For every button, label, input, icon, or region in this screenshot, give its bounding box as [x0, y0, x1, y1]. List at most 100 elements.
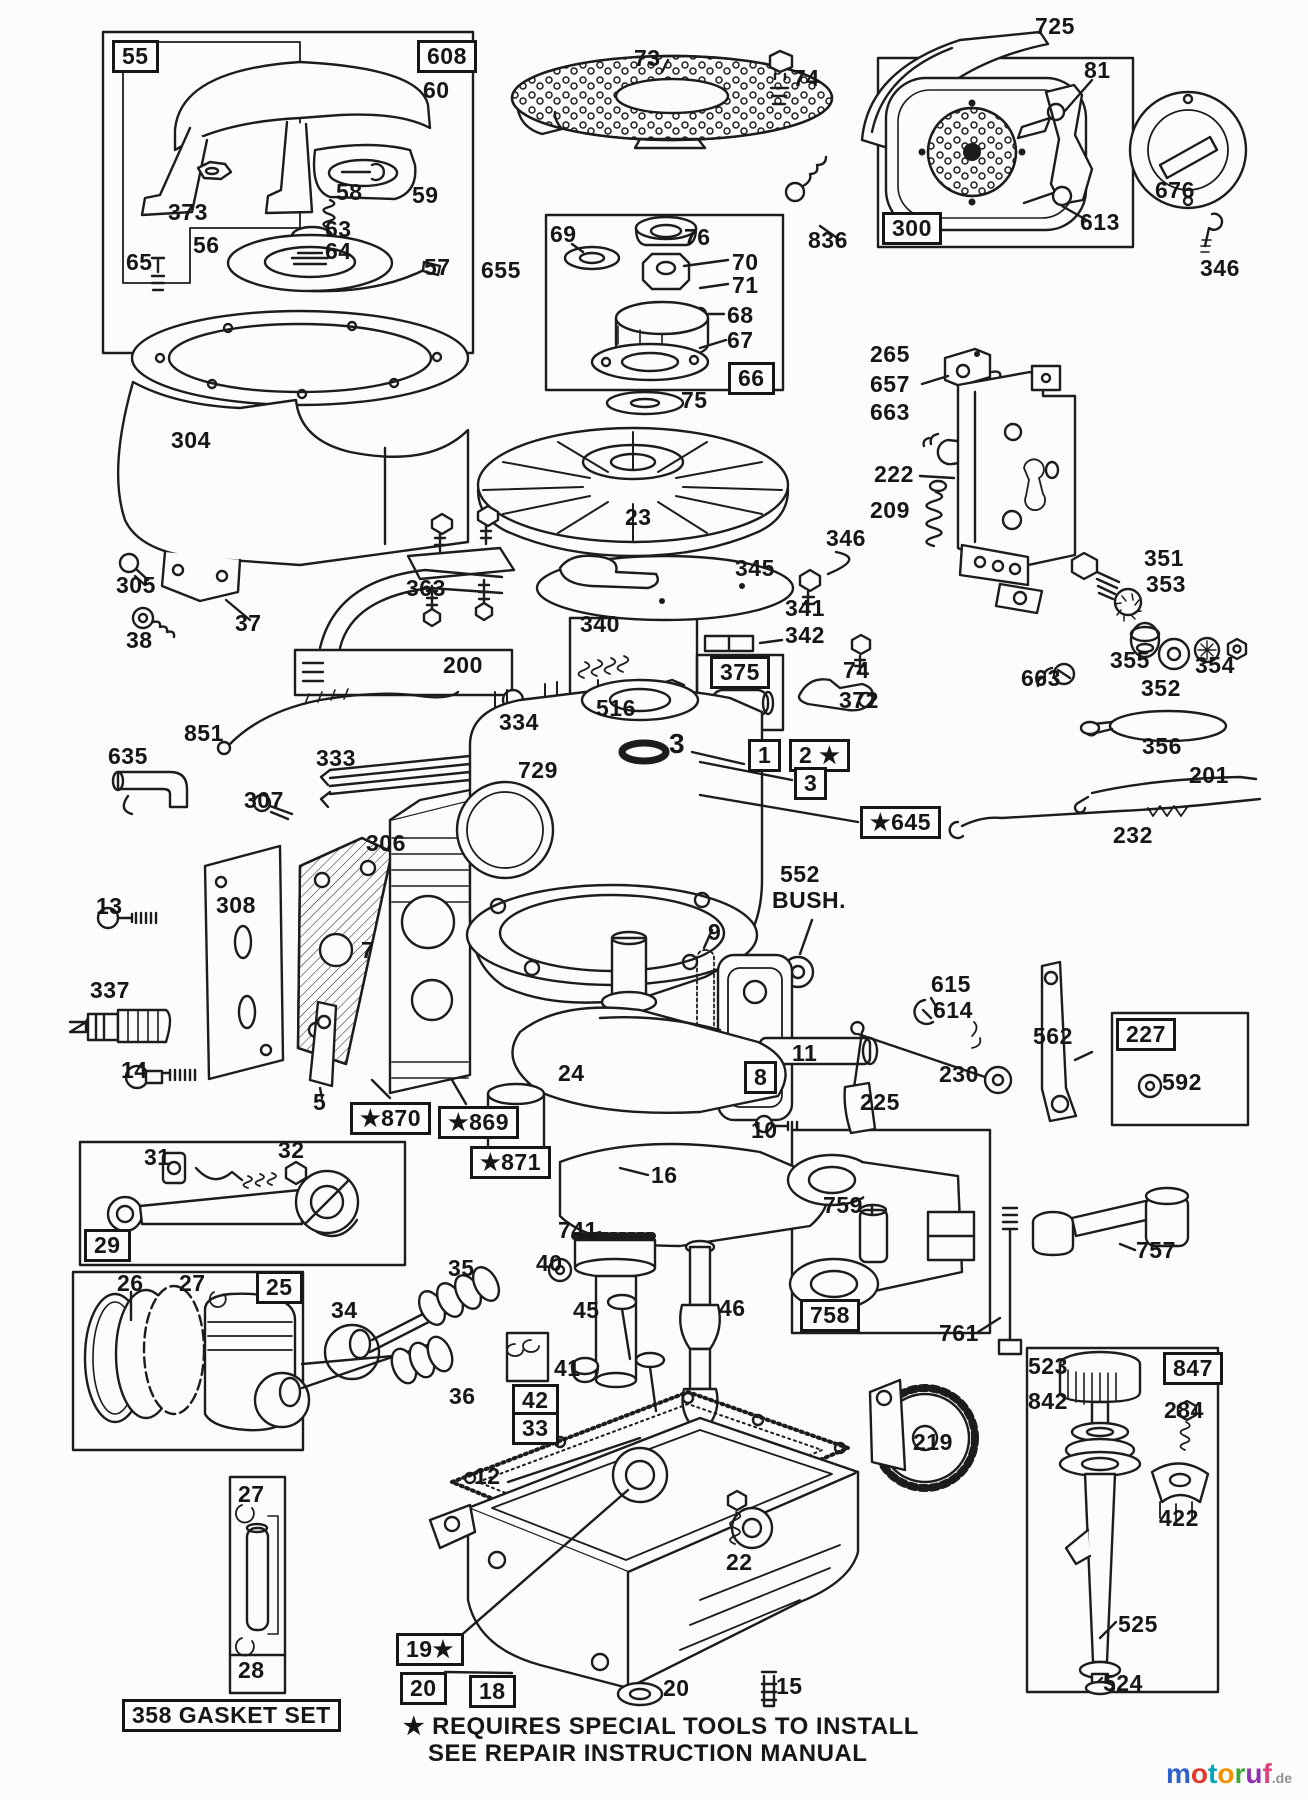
- part-label-32: 32: [278, 1137, 305, 1163]
- part-label-bush: BUSH.: [772, 887, 847, 913]
- part-label-230: 230: [939, 1061, 979, 1087]
- part-label-42: 42: [512, 1384, 559, 1418]
- motoruf-watermark-link[interactable]: motoruf.de: [1166, 1758, 1292, 1790]
- part-label-741: 741: [558, 1217, 598, 1243]
- part-label-24: 24: [558, 1060, 585, 1086]
- part-label-759: 759: [823, 1192, 863, 1218]
- part-label-608: 608: [417, 40, 477, 74]
- part-label-847: 847: [1163, 1352, 1223, 1386]
- part-label-342: 342: [785, 622, 825, 648]
- part-label-33: 33: [512, 1412, 559, 1446]
- blower-housing: [118, 311, 468, 637]
- part-label-645: ★645: [860, 806, 941, 840]
- part-label-356: 356: [1142, 733, 1182, 759]
- part-label-36: 36: [449, 1383, 476, 1409]
- part-label-761: 761: [939, 1320, 979, 1346]
- part-label-1: 1: [748, 739, 782, 773]
- part-label-55: 55: [112, 40, 159, 74]
- part-label-655: 655: [481, 257, 521, 283]
- part-label-304: 304: [171, 427, 211, 453]
- linkage-group: [845, 962, 1161, 1133]
- part-label-23: 23: [625, 504, 652, 530]
- part-label-11: 11: [792, 1040, 818, 1066]
- part-label-209: 209: [870, 497, 910, 523]
- part-label-523: 523: [1028, 1353, 1068, 1379]
- part-label-18: 18: [469, 1675, 516, 1709]
- part-label-524: 524: [1103, 1670, 1143, 1696]
- part-label-836: 836: [808, 227, 848, 253]
- part-label-57: 57: [424, 254, 451, 280]
- part-label-358-gasket-set: 358 GASKET SET: [122, 1699, 341, 1733]
- part-label-38: 38: [126, 627, 153, 653]
- starter-clutch-group: [565, 217, 728, 380]
- part-label-15: 15: [776, 1673, 803, 1699]
- part-label-34: 34: [331, 1297, 358, 1323]
- part-label-40: 40: [536, 1250, 563, 1276]
- part-label-663: 663: [870, 399, 910, 425]
- part-label-635: 635: [108, 743, 148, 769]
- part-label-265: 265: [870, 341, 910, 367]
- part-label-871: ★871: [470, 1146, 551, 1180]
- part-label-333: 333: [316, 745, 356, 771]
- part-label-76: 76: [684, 224, 711, 250]
- part-label-346: 346: [826, 525, 866, 551]
- part-label-219: 219: [913, 1429, 953, 1455]
- part-label-10: 10: [751, 1117, 778, 1143]
- part-label-69: 69: [550, 221, 577, 247]
- part-label-613: 613: [1080, 209, 1120, 235]
- part-label-12: 12: [474, 1463, 501, 1489]
- part-label-200: 200: [443, 652, 483, 678]
- part-label-306: 306: [366, 830, 406, 856]
- part-label-232: 232: [1113, 822, 1153, 848]
- part-label-58: 58: [336, 179, 363, 205]
- part-label-757: 757: [1136, 1237, 1176, 1263]
- governor-hardware: [950, 553, 1260, 838]
- part-label-676: 676: [1155, 177, 1195, 203]
- part-label-842: 842: [1028, 1388, 1068, 1414]
- part-label-351: 351: [1144, 545, 1184, 571]
- dipstick-group: [1060, 1352, 1208, 1694]
- part-label-341: 341: [785, 595, 825, 621]
- part-label-373: 373: [168, 199, 208, 225]
- part-label-70: 70: [732, 249, 759, 275]
- part-label-19: 19★: [396, 1633, 464, 1667]
- part-label-614: 614: [933, 997, 973, 1023]
- cylinder-head-group: [70, 784, 500, 1098]
- governor-bracket-assembly: [920, 349, 1075, 613]
- part-label-27: 27: [238, 1481, 265, 1507]
- part-label-346: 346: [1200, 255, 1240, 281]
- part-label-26: 26: [117, 1270, 144, 1296]
- part-label-46: 46: [719, 1295, 746, 1321]
- governor-gear-group: [788, 1155, 1188, 1488]
- part-label-37: 37: [235, 610, 262, 636]
- part-label-22: 22: [726, 1549, 753, 1575]
- muffler-assembly: [786, 32, 1246, 252]
- part-label-35: 35: [448, 1255, 475, 1281]
- part-label-354: 354: [1195, 652, 1235, 678]
- part-label-25: 25: [256, 1271, 303, 1305]
- rod-piston-group: [85, 1153, 358, 1656]
- part-label-13: 13: [96, 893, 123, 919]
- part-label-7: 7: [361, 937, 375, 963]
- part-label-372: 372: [839, 687, 879, 713]
- part-label-31: 31: [144, 1144, 171, 1170]
- part-label-28: 28: [238, 1657, 265, 1683]
- part-label-307: 307: [244, 787, 284, 813]
- part-label-71: 71: [732, 272, 759, 298]
- part-label-308: 308: [216, 892, 256, 918]
- part-label-56: 56: [193, 232, 220, 258]
- part-label-64: 64: [325, 238, 352, 264]
- part-label-352: 352: [1141, 675, 1181, 701]
- part-label-3: 3: [794, 767, 828, 801]
- part-label-60: 60: [423, 77, 450, 103]
- part-label-29: 29: [84, 1229, 131, 1263]
- part-label-562: 562: [1033, 1023, 1073, 1049]
- part-label-74: 74: [793, 65, 820, 91]
- part-label-870: ★870: [350, 1102, 431, 1136]
- special-tools-footnote-line2: SEE REPAIR INSTRUCTION MANUAL: [428, 1740, 868, 1767]
- part-label-851: 851: [184, 720, 224, 746]
- part-label-729: 729: [518, 757, 558, 783]
- part-label-663: 663: [1021, 665, 1061, 691]
- special-tools-footnote-line1: ★ REQUIRES SPECIAL TOOLS TO INSTALL: [403, 1713, 919, 1740]
